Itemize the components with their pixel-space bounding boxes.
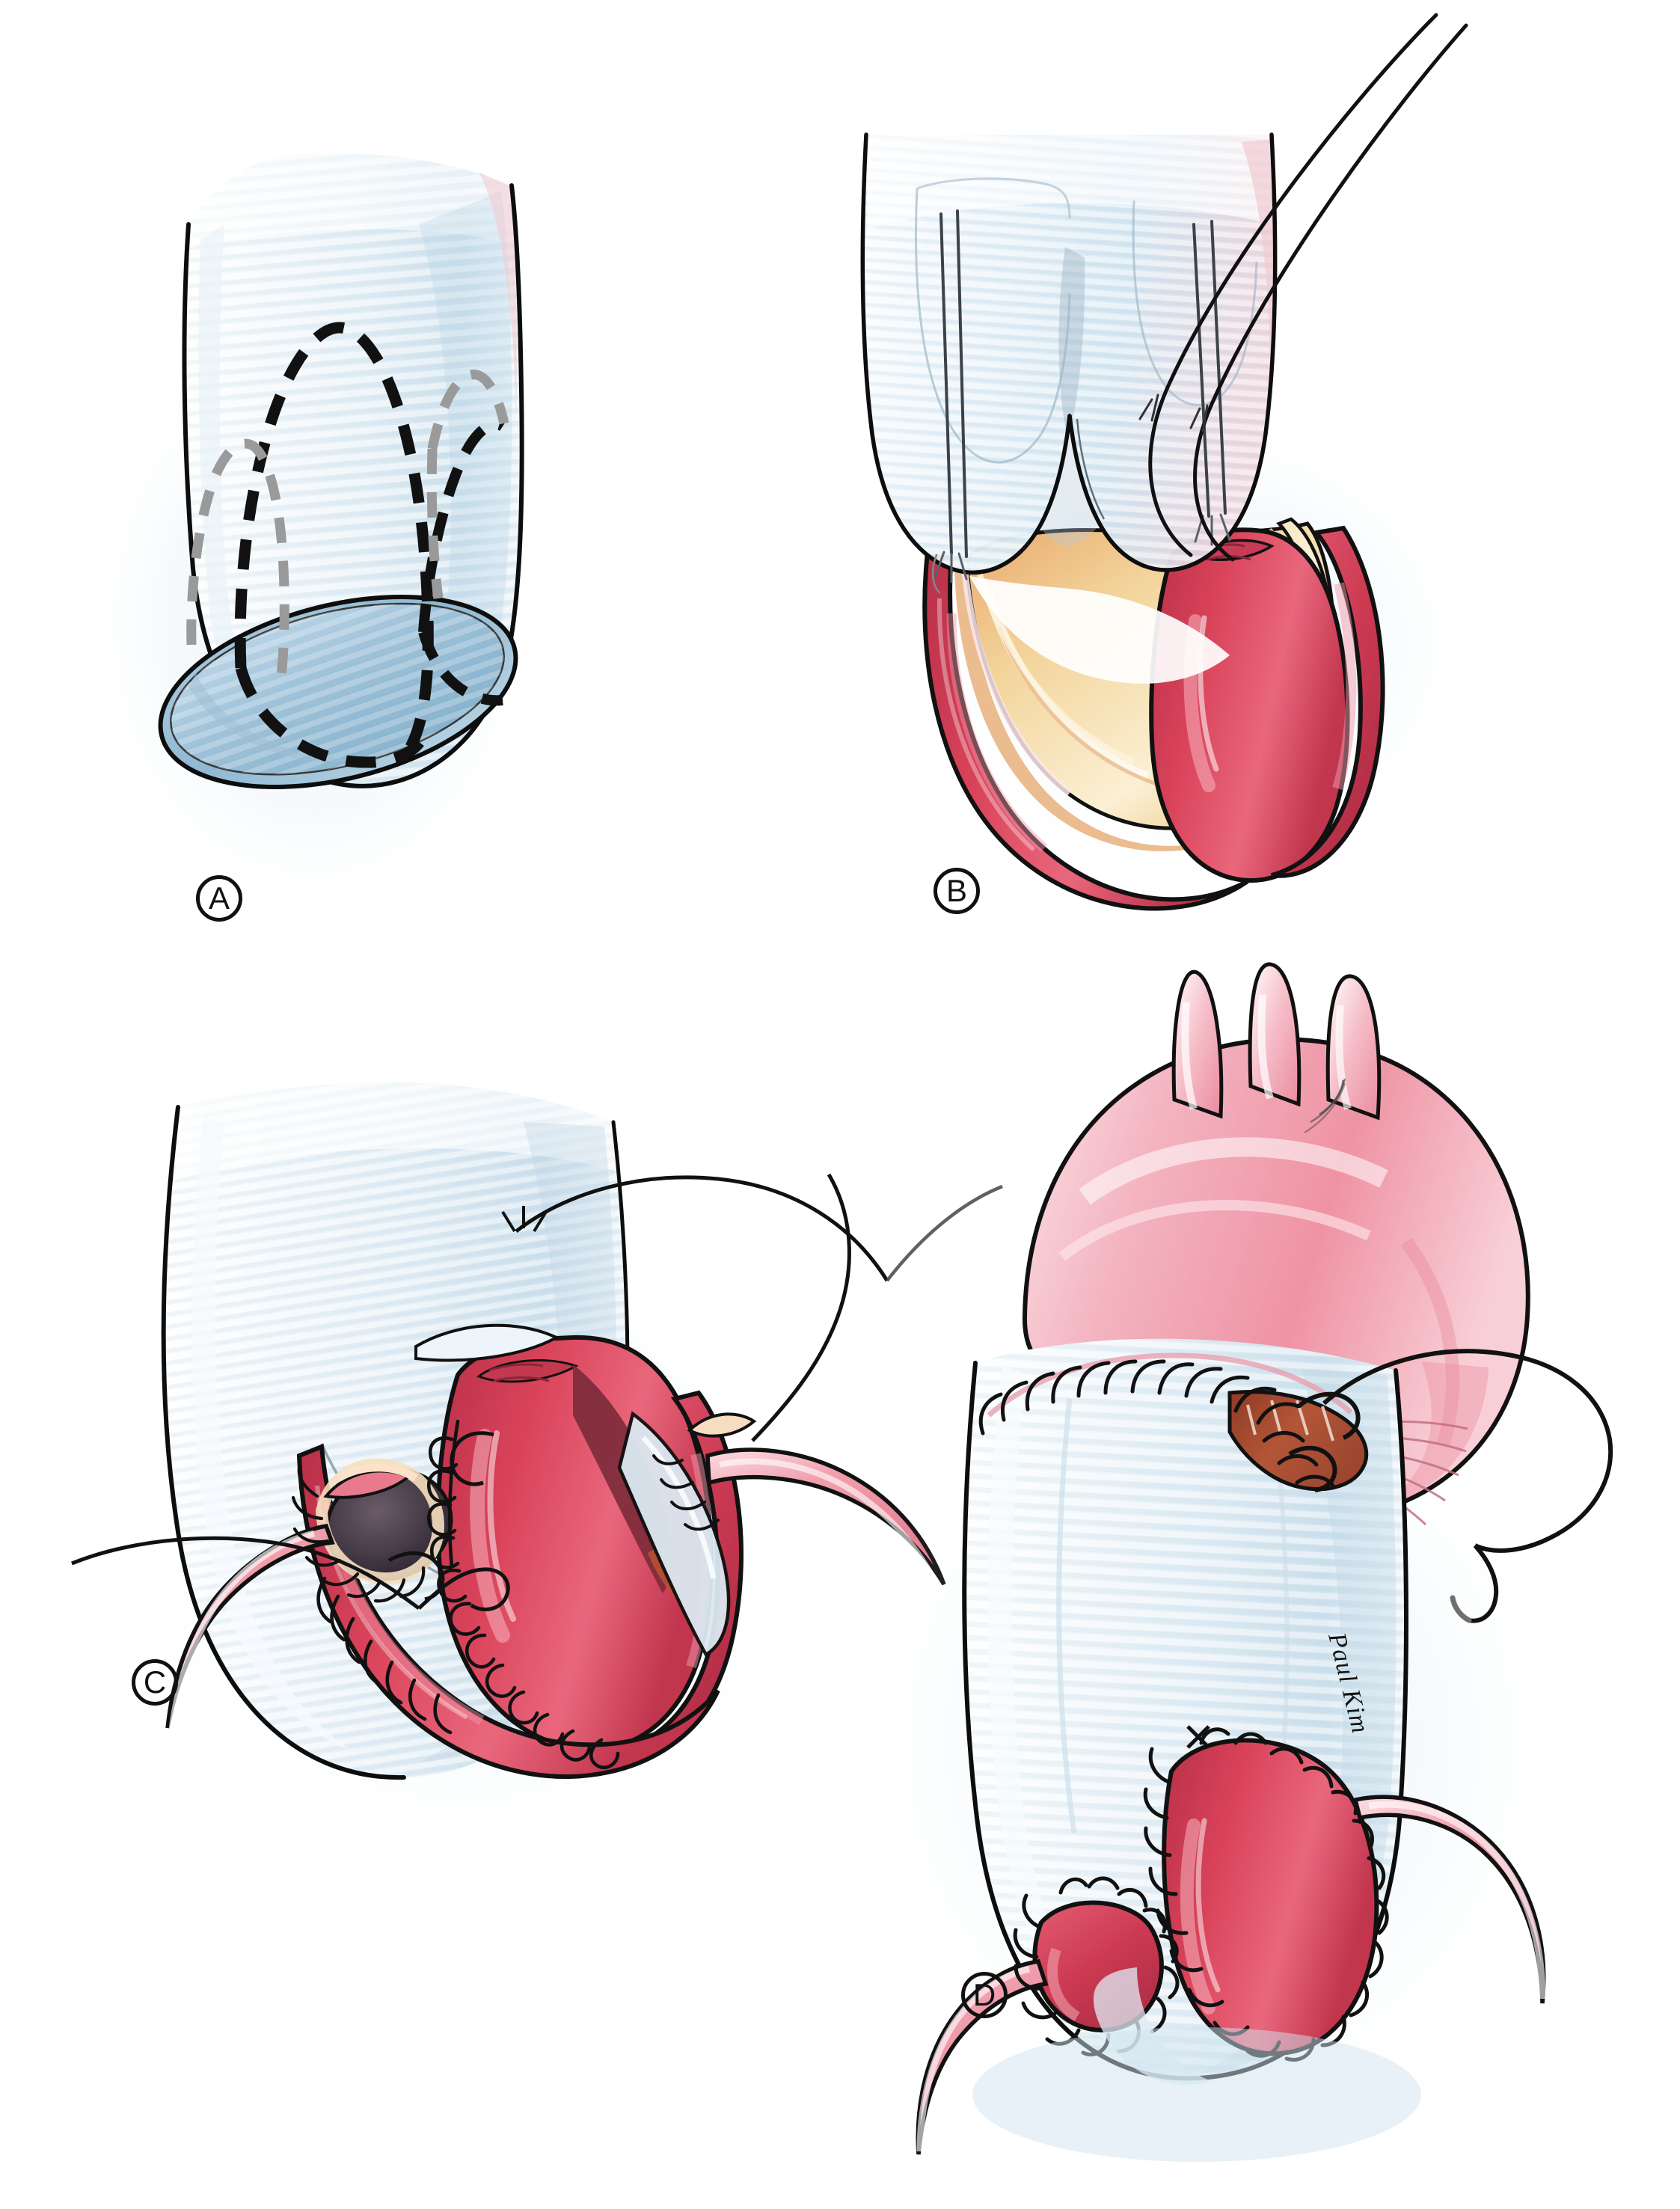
suture-knot-apex-d	[1186, 1725, 1210, 1749]
suture-loop-left-c	[417, 1567, 510, 1611]
suture-thread-left-c	[71, 1536, 420, 1611]
panel-label-b-text: B	[945, 873, 967, 908]
far-wall-scallop-ghost	[915, 188, 1071, 464]
scallop-cut-line-gray-left	[186, 438, 289, 678]
sinus-wall-left-c	[296, 1443, 720, 1779]
scallop-cut-line-black-right	[418, 419, 506, 633]
open-space-under-graft	[969, 576, 1230, 684]
aortic-commissure-right	[1271, 525, 1385, 878]
scallop-cut-lines	[186, 322, 509, 768]
panel-label-b: B	[933, 868, 980, 914]
resuspended-root-c	[296, 1323, 744, 1779]
panel-b-graft-seated-over-root	[860, 13, 1496, 911]
coronary-button-stitches	[291, 1465, 426, 1603]
transannular-mattress-sutures	[931, 13, 1468, 594]
panel-label-a: A	[196, 875, 242, 922]
panel-label-c: C	[132, 1659, 178, 1706]
suture-thread-right-c	[751, 1173, 851, 1442]
needle-d	[1450, 1595, 1472, 1623]
graft-flap-right-c	[617, 1411, 731, 1658]
scallop-cut-line-black-right-rim	[418, 630, 503, 706]
panel-label-a-text: A	[208, 880, 230, 916]
scallop-cut-line-gray-right-leg	[426, 448, 444, 599]
aortic-sinus-wall-left	[922, 549, 1249, 911]
graft-to-aorta-anastomosis-d	[978, 1349, 1613, 1623]
running-anastomotic-suture-c	[316, 1419, 620, 1770]
panel-d-completed-reconstruction	[823, 962, 1613, 2162]
scallop-cut-line-black-rim	[235, 666, 429, 768]
panel-label-d-text: D	[972, 1977, 996, 2012]
aortic-commissure-center	[1149, 527, 1350, 883]
panel-label-c-text: C	[143, 1664, 167, 1700]
right-coronary-artery-d	[1352, 1795, 1546, 2004]
panel-label-d: D	[961, 1972, 1008, 2018]
panel-a-graft-scallop-marking	[67, 142, 561, 935]
running-suture-distal-d	[978, 1359, 1335, 1488]
suture-knot-c	[501, 1206, 548, 1233]
left-coronary-button-anastomosis-c	[71, 1458, 510, 1730]
tailored-graft-with-scallops	[860, 132, 1278, 575]
working-suture-thread-d	[1322, 1349, 1613, 1553]
neo-sinus-right-d	[1162, 1738, 1379, 2056]
scallop-cut-line-black	[234, 322, 434, 751]
